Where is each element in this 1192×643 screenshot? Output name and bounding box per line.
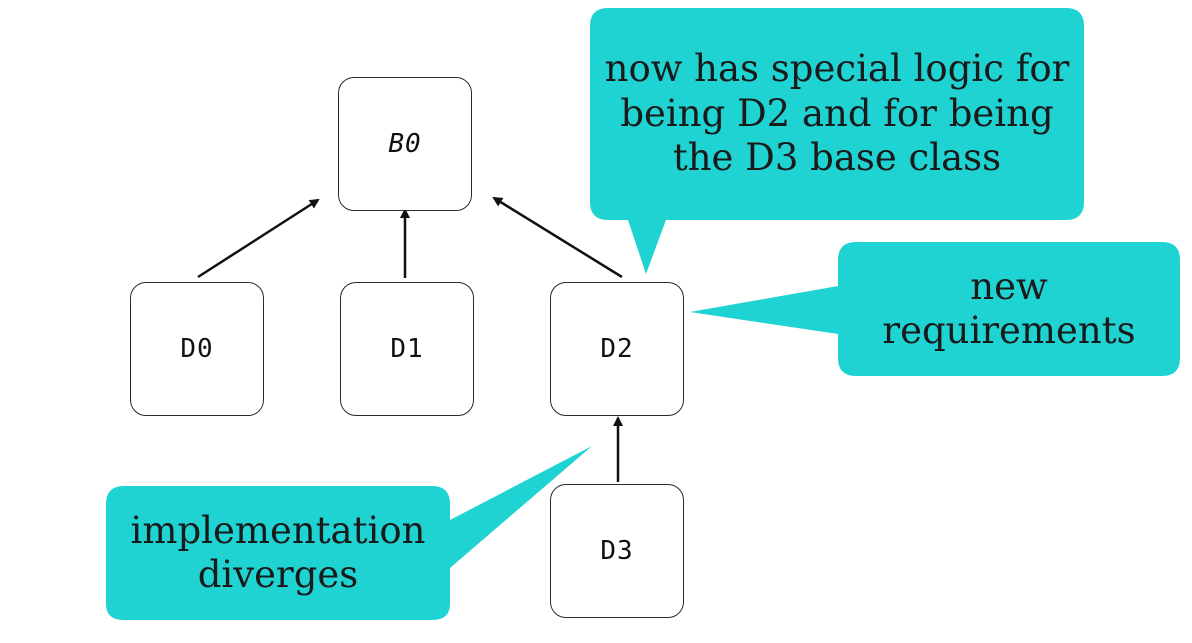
node-b0: B0 [338, 77, 472, 211]
callout-right-text: new requirements [882, 264, 1136, 352]
callout-left-shape [106, 446, 592, 620]
callout-right-shape [690, 242, 1180, 376]
node-d2: D2 [550, 282, 684, 416]
arrow-d2-to-b0 [492, 196, 623, 279]
callout-top-text: now has special logic for being D2 and f… [604, 47, 1070, 180]
callout-left-text: implementation diverges [130, 508, 426, 596]
arrow-d0-to-b0 [197, 198, 320, 279]
node-d3: D3 [550, 484, 684, 618]
node-d1: D1 [340, 282, 474, 416]
callout-top-shape [590, 8, 1084, 274]
node-d0: D0 [130, 282, 264, 416]
